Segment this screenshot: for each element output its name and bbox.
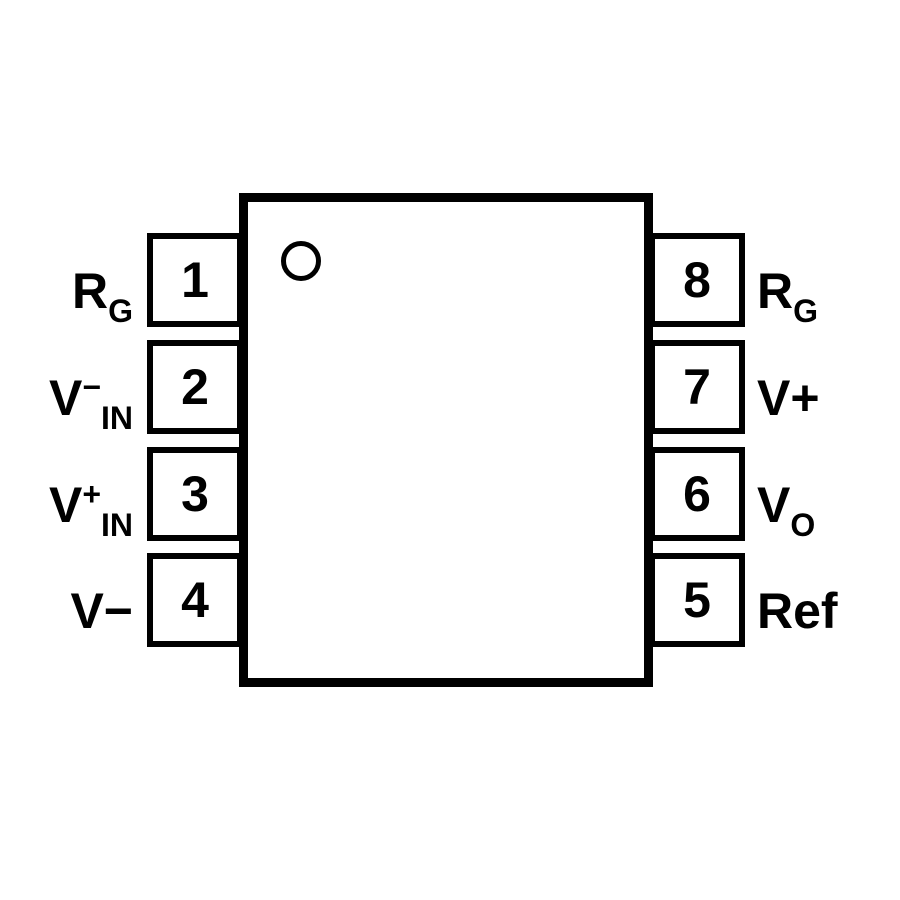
pin-number: 2 <box>181 359 209 415</box>
pin-label-base: Ref <box>757 583 838 639</box>
pin-box-3: 3 <box>147 447 243 541</box>
pin-number: 5 <box>683 572 711 628</box>
pin-label-3: V+IN <box>0 447 133 543</box>
pin-label-2: V−IN <box>0 340 133 436</box>
pin-label-subscript: G <box>793 293 818 329</box>
pin-number: 4 <box>181 572 209 628</box>
pin-label-base: R <box>757 263 794 319</box>
pin-number: 8 <box>683 252 711 308</box>
pin-label-6: VO <box>757 447 900 543</box>
pin-label-base: V <box>48 477 83 533</box>
pin-label-8: RG <box>757 233 900 329</box>
pin-number: 6 <box>683 466 711 522</box>
pin-label-subscript: IN <box>101 400 133 436</box>
pin-number: 3 <box>181 466 209 522</box>
pin-box-1: 1 <box>147 233 243 327</box>
pin-number: 1 <box>181 252 209 308</box>
pin-label-subscript: G <box>108 293 133 329</box>
pin-box-8: 8 <box>649 233 745 327</box>
pin-label-base: V+ <box>757 370 820 426</box>
pin-label-base: V <box>48 370 83 426</box>
pin-box-6: 6 <box>649 447 745 541</box>
pin-label-subscript: O <box>790 507 816 543</box>
pin-label-subscript: IN <box>101 507 133 543</box>
pin-box-2: 2 <box>147 340 243 434</box>
pin-number: 7 <box>683 359 711 415</box>
pin-label-5: Ref <box>757 553 900 647</box>
pin-label-base: R <box>72 263 109 319</box>
pin-label-7: V+ <box>757 340 900 434</box>
pin-label-superscript: + <box>82 476 101 512</box>
pin-label-1: RG <box>0 233 133 329</box>
pin1-indicator-circle <box>281 241 321 281</box>
pin-box-7: 7 <box>649 340 745 434</box>
pin-label-superscript: − <box>82 369 101 405</box>
pin-label-4: V− <box>0 553 133 647</box>
pin-box-4: 4 <box>147 553 243 647</box>
pin-label-base: V <box>757 477 791 533</box>
pin-label-base: V− <box>70 583 133 639</box>
pin-box-5: 5 <box>649 553 745 647</box>
